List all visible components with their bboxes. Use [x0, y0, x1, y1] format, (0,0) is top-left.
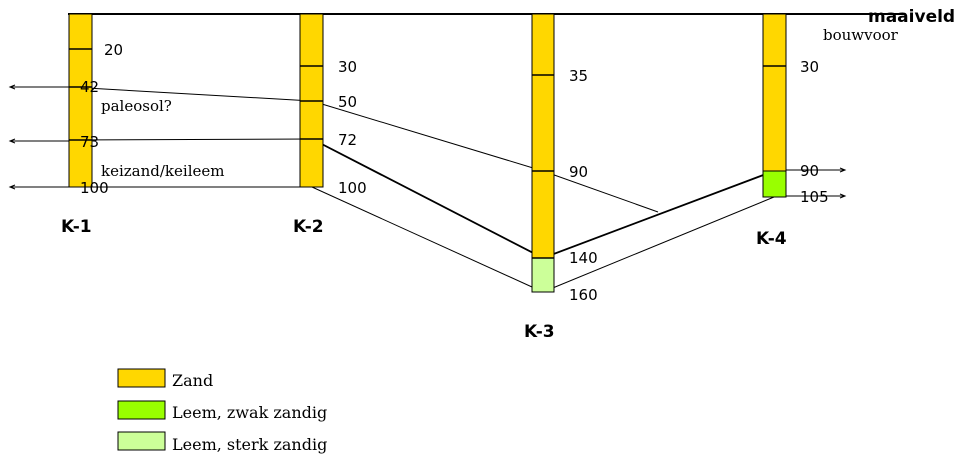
correlation-line-paleosol-1 [68, 86, 313, 102]
borehole-name-k4: K-4 [756, 229, 787, 249]
k1-depth-42: 42 [80, 78, 99, 96]
k4-depth-105: 105 [800, 188, 829, 206]
annotation-keizand: keizand/keileem [101, 162, 224, 180]
correlation-line-paleosol-3 [542, 170, 659, 213]
k3-depth-35: 35 [569, 67, 588, 85]
k4-zand-column [762, 13, 787, 172]
legend-label-zand: Zand [172, 371, 213, 390]
correlation-line-keizand-1 [68, 138, 313, 141]
arrow-105-right-head [839, 193, 847, 199]
legend-label-leem-sterk: Leem, sterk zandig [172, 435, 327, 454]
borehole-name-k2: K-2 [293, 217, 324, 237]
k3-zand-column [531, 13, 555, 259]
correlation-line-keizand-2 [311, 138, 544, 259]
k4-depth-30: 30 [800, 58, 819, 76]
borehole-k2 [299, 13, 324, 188]
right-arrows [786, 167, 847, 199]
k1-zand-column [68, 13, 93, 188]
arrow-73-head [8, 138, 16, 144]
arrow-42-head [8, 84, 16, 90]
k4-depth-90: 90 [800, 162, 819, 180]
borehole-k1 [68, 13, 93, 188]
borehole-k4 [762, 13, 787, 198]
annotation-bouwvoor: bouwvoor [823, 26, 899, 44]
k2-depth-30: 30 [338, 58, 357, 76]
legend-swatch-leem-sterk [117, 431, 166, 451]
correlation-line-paleosol-2 [311, 100, 544, 172]
borehole-name-k3: K-3 [524, 322, 555, 342]
legend-label-leem-zwak: Leem, zwak zandig [172, 403, 327, 422]
legend: Zand Leem, zwak zandig Leem, sterk zandi… [117, 368, 327, 454]
k3-leem-sterk-zandig [531, 257, 555, 293]
borehole-k3 [531, 13, 555, 293]
k1-depth-100: 100 [80, 179, 109, 197]
correlation-line-base-2 [311, 186, 544, 293]
k1-depth-73: 73 [80, 133, 99, 151]
k3-depth-90: 90 [569, 163, 588, 181]
k3-depth-160: 160 [569, 286, 598, 304]
borehole-name-k1: K-1 [61, 217, 92, 237]
k3-depth-140: 140 [569, 249, 598, 267]
legend-swatch-leem-zwak [117, 400, 166, 420]
annotation-paleosol: paleosol? [101, 97, 172, 115]
maaiveld-label: maaiveld [868, 7, 955, 27]
k2-depth-100: 100 [338, 179, 367, 197]
arrow-100-head [8, 184, 16, 190]
legend-swatch-zand [117, 368, 166, 388]
correlation-line-keizand-3 [542, 170, 775, 259]
k2-depth-50: 50 [338, 93, 357, 111]
correlation-line-base-3 [542, 196, 775, 293]
k4-leem-zwak-zandig [762, 170, 787, 198]
k2-depth-72: 72 [338, 131, 357, 149]
k1-depth-20: 20 [104, 41, 123, 59]
arrow-90-right-head [839, 167, 847, 173]
left-arrows [8, 84, 69, 190]
correlation-lines [68, 86, 775, 293]
